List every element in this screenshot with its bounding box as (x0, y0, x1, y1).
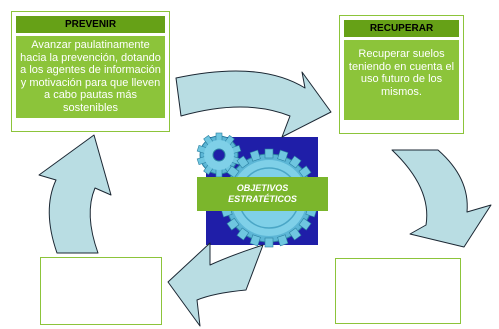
prevenir-text: Avanzar paulatinamente hacia la prevenci… (16, 36, 165, 118)
arrow-bottom (167, 242, 264, 327)
arrow-left (38, 134, 112, 254)
objetivos-line1: OBJETIVOS (236, 183, 289, 193)
recuperar-text: Recuperar suelos teniendo en cuenta el u… (344, 40, 459, 120)
empty-box-bottom-left (40, 257, 162, 325)
empty-box-bottom-right (335, 258, 461, 324)
prevenir-box: PREVENIR Avanzar paulatinamente hacia la… (11, 11, 170, 132)
arrow-right (391, 149, 492, 248)
recuperar-box: RECUPERAR Recuperar suelos teniendo en c… (339, 15, 464, 134)
prevenir-title: PREVENIR (16, 16, 165, 33)
objetivos-line2: ESTRATÉTICOS (228, 194, 297, 204)
small-gear-icon (196, 132, 242, 178)
recuperar-title: RECUPERAR (344, 20, 459, 37)
arrow-top (175, 70, 332, 138)
objetivos-label: OBJETIVOS ESTRATÉTICOS (197, 177, 328, 211)
